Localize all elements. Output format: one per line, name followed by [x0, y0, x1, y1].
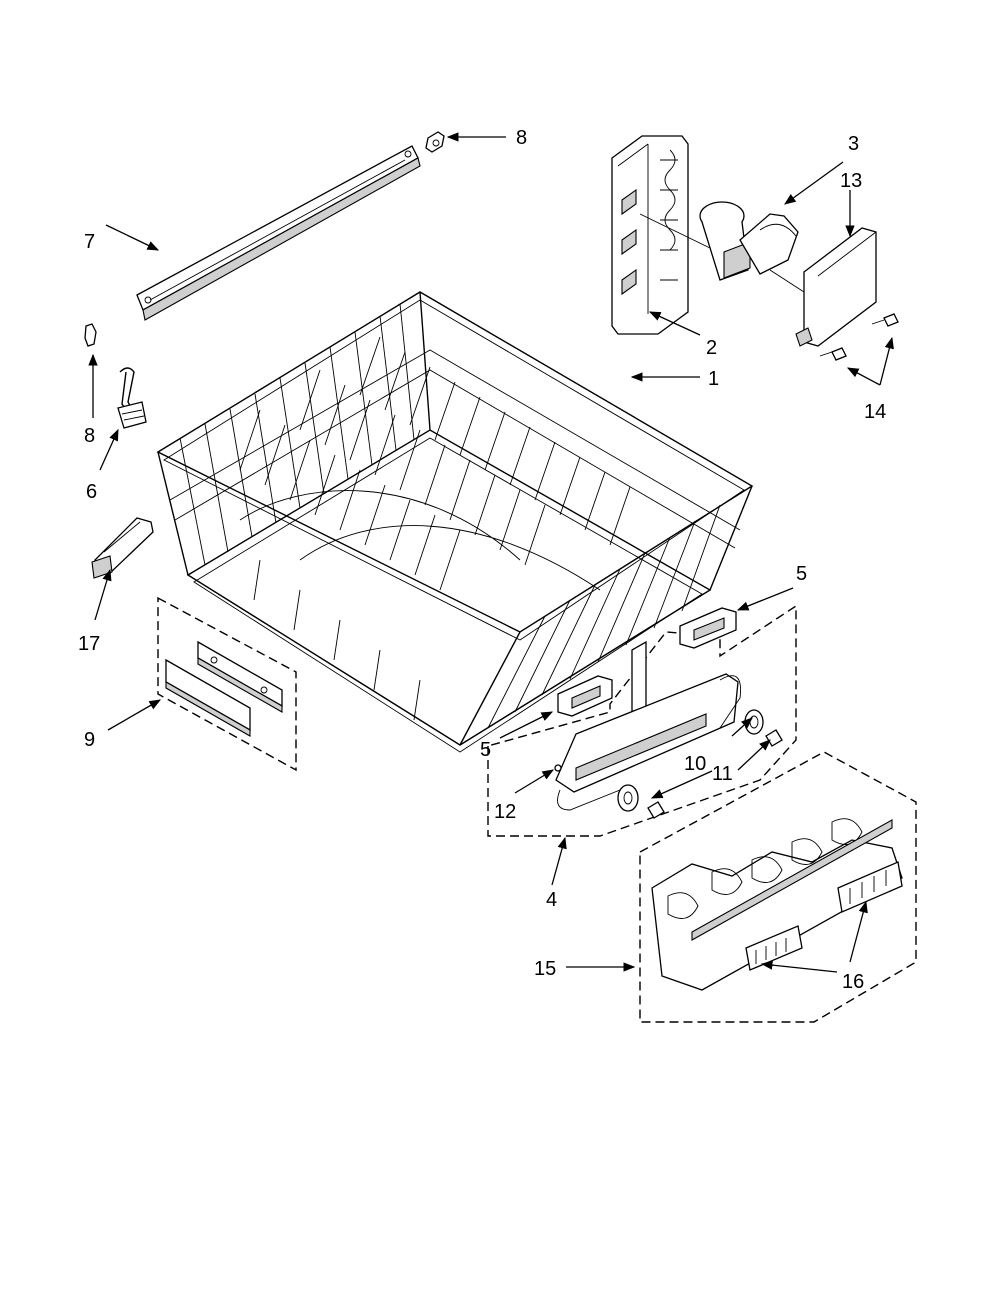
rack-slide-part-right: [679, 607, 737, 649]
callout-1: 1: [708, 368, 719, 390]
callout-6: 6: [86, 481, 97, 503]
adjuster-cover-part: [769, 227, 877, 347]
callout-16: 16: [842, 971, 864, 993]
screw-part-upper: [871, 313, 899, 327]
rack-rail-part: [136, 145, 421, 321]
screw-part-lower: [819, 347, 847, 361]
callout-labels: 8 7 8 6 17 9 3 13 2 1 14 5 5 10 11 12 4 …: [78, 127, 886, 993]
rail-end-cap-top: [425, 131, 445, 153]
callout-5-right: 5: [796, 563, 807, 585]
callout-7: 7: [84, 231, 95, 253]
rack-clip-part: [117, 367, 147, 429]
callout-14: 14: [864, 401, 886, 423]
rack-stop-part: [91, 517, 154, 579]
rack-front-wires: [179, 303, 415, 566]
callout-15: 15: [534, 958, 556, 980]
axle-part-upper: [765, 729, 783, 747]
rack-tines: [239, 336, 631, 721]
callout-8-top: 8: [516, 127, 527, 149]
callout-11: 11: [712, 763, 733, 785]
callout-5-left: 5: [480, 739, 491, 761]
callout-17: 17: [78, 633, 100, 655]
adjuster-housing-part: [611, 135, 689, 335]
callout-8-left: 8: [84, 425, 95, 447]
wheel-carrier-part: [487, 604, 797, 837]
callout-4: 4: [546, 889, 557, 911]
callout-12: 12: [494, 801, 516, 823]
rack-slide-part-left: [557, 675, 613, 717]
upper-rack-part: [156, 291, 754, 753]
handle-assembly-part: [157, 596, 297, 772]
retainer-part: [554, 764, 562, 772]
callout-13: 13: [840, 170, 862, 192]
callout-9: 9: [84, 729, 95, 751]
rail-end-cap-left: [84, 323, 97, 347]
rack-side-wires: [487, 504, 721, 729]
callout-2: 2: [706, 337, 717, 359]
adjuster-lever-part: [639, 201, 799, 281]
axle-part-lower: [647, 801, 665, 819]
callout-10: 10: [684, 753, 706, 775]
callout-3: 3: [848, 133, 859, 155]
leader-arrows: [88, 132, 894, 973]
tine-row-part: [639, 751, 917, 1023]
wheel-part-lower: [617, 784, 639, 812]
tine-clip-part-left: [745, 925, 803, 971]
tine-clip-part-right: [837, 861, 903, 913]
